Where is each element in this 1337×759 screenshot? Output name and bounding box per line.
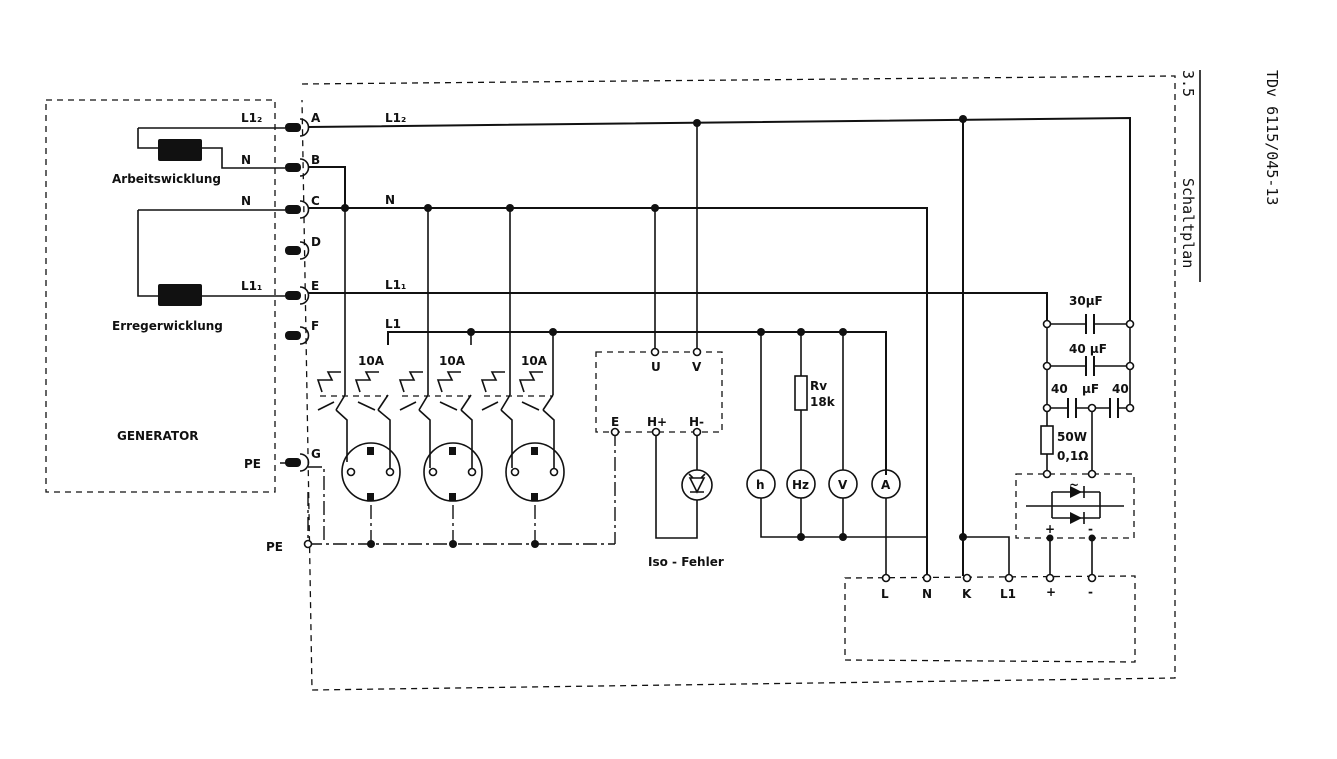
cap-c3c-label: 40 xyxy=(1112,382,1129,396)
terminal-c: C xyxy=(311,194,320,208)
side-title-group: 3.5 Schaltplan xyxy=(1179,70,1197,268)
gen-line-l11: L1₁ xyxy=(241,279,262,293)
bus-n: N xyxy=(385,193,395,207)
terminal-g: G xyxy=(311,447,321,461)
iso-monitor-terminals xyxy=(610,347,702,437)
gen-line-n1: N xyxy=(241,153,251,167)
controller-terminal-n: N xyxy=(922,587,932,601)
iso-terminal-hplus: H+ xyxy=(647,415,667,429)
iso-fault-lamp-icon xyxy=(681,469,713,501)
socket-1 xyxy=(335,409,401,502)
resistor-rv xyxy=(794,375,808,411)
terminal-e: E xyxy=(311,279,319,293)
controller-terminal-l: L xyxy=(881,587,889,601)
iso-fault-label: Iso - Fehler xyxy=(648,555,724,569)
exciter-winding-label: Erregerwicklung xyxy=(112,319,223,333)
terminal-strip xyxy=(285,118,310,472)
bus-l12: L1₂ xyxy=(385,111,406,125)
document-id: TDv 6115/045-13 xyxy=(1263,70,1281,205)
capacitor-bank xyxy=(1040,314,1135,479)
iso-terminal-hminus: H- xyxy=(689,415,704,429)
doc-id-group: TDv 6115/045-13 xyxy=(1263,70,1281,205)
load-resistor-value: 0,1Ω xyxy=(1057,449,1088,463)
meter-voltage-icon xyxy=(828,469,858,499)
gen-line-l12: L1₂ xyxy=(241,111,262,125)
rectifier-plus: + xyxy=(1045,522,1055,536)
terminal-b: B xyxy=(311,153,320,167)
controller-terminal-k: K xyxy=(962,587,972,601)
terminal-d: D xyxy=(311,235,321,249)
cap-c3b-label: µF xyxy=(1082,382,1099,396)
breaker-3-rating: 10A xyxy=(521,354,548,368)
controller-terminal-dots xyxy=(881,573,1097,583)
bus-l1: L1 xyxy=(385,317,401,331)
meter-voltage-label: V xyxy=(838,478,848,492)
gen-line-n2: N xyxy=(241,194,251,208)
resistor-rv-name: Rv xyxy=(810,379,827,393)
section-number: 3.5 xyxy=(1179,70,1197,97)
section-title: Schaltplan xyxy=(1179,178,1197,268)
cabinet-frame xyxy=(301,75,1176,691)
rectifier-diodes-icon xyxy=(1026,486,1124,524)
cap-c2-label: 40 µF xyxy=(1069,342,1107,356)
breaker-2 xyxy=(398,371,472,411)
bus-pe: PE xyxy=(266,540,283,554)
bus-lines xyxy=(307,116,1131,576)
terminal-f: F xyxy=(311,319,319,333)
breaker-1 xyxy=(316,371,389,411)
controller-terminal-l1: L1 xyxy=(1000,587,1016,601)
socket-2 xyxy=(418,409,483,502)
meter-hours-icon xyxy=(746,469,776,499)
iso-terminal-v: V xyxy=(692,360,702,374)
meter-current-label: A xyxy=(881,478,891,492)
rectifier-output xyxy=(1046,534,1096,576)
cap-c1-label: 30µF xyxy=(1069,294,1103,308)
junction-dots xyxy=(303,115,967,549)
rectifier-ac-label: ~ xyxy=(1069,478,1079,492)
socket-3 xyxy=(500,409,565,502)
work-winding xyxy=(137,127,285,169)
iso-terminal-e: E xyxy=(611,415,619,429)
controller-terminal-minus: - xyxy=(1088,585,1093,599)
bus-l11: L1₁ xyxy=(385,278,406,292)
meter-frequency-icon xyxy=(786,469,816,499)
rectifier-minus: - xyxy=(1088,522,1093,536)
pe-ground-bus xyxy=(307,432,616,545)
breaker-1-rating: 10A xyxy=(358,354,385,368)
resistor-rv-value: 18k xyxy=(810,395,836,409)
meter-hours-label: h xyxy=(756,478,765,492)
gen-pe-label: PE xyxy=(244,457,261,471)
cap-c3a-label: 40 xyxy=(1051,382,1068,396)
work-winding-label: Arbeitswicklung xyxy=(112,172,221,186)
terminal-a: A xyxy=(311,111,321,125)
iso-terminal-u: U xyxy=(651,360,661,374)
meter-frequency-label: Hz xyxy=(792,478,809,492)
generator-frame xyxy=(45,99,276,493)
load-resistor-power: 50W xyxy=(1057,430,1087,444)
meter-current-icon xyxy=(871,469,901,499)
generator-title: GENERATOR xyxy=(117,429,199,443)
exciter-winding xyxy=(137,209,285,306)
breaker-3 xyxy=(480,371,554,411)
controller-box xyxy=(844,575,1136,663)
breaker-2-rating: 10A xyxy=(439,354,466,368)
controller-terminal-plus: + xyxy=(1046,585,1056,599)
